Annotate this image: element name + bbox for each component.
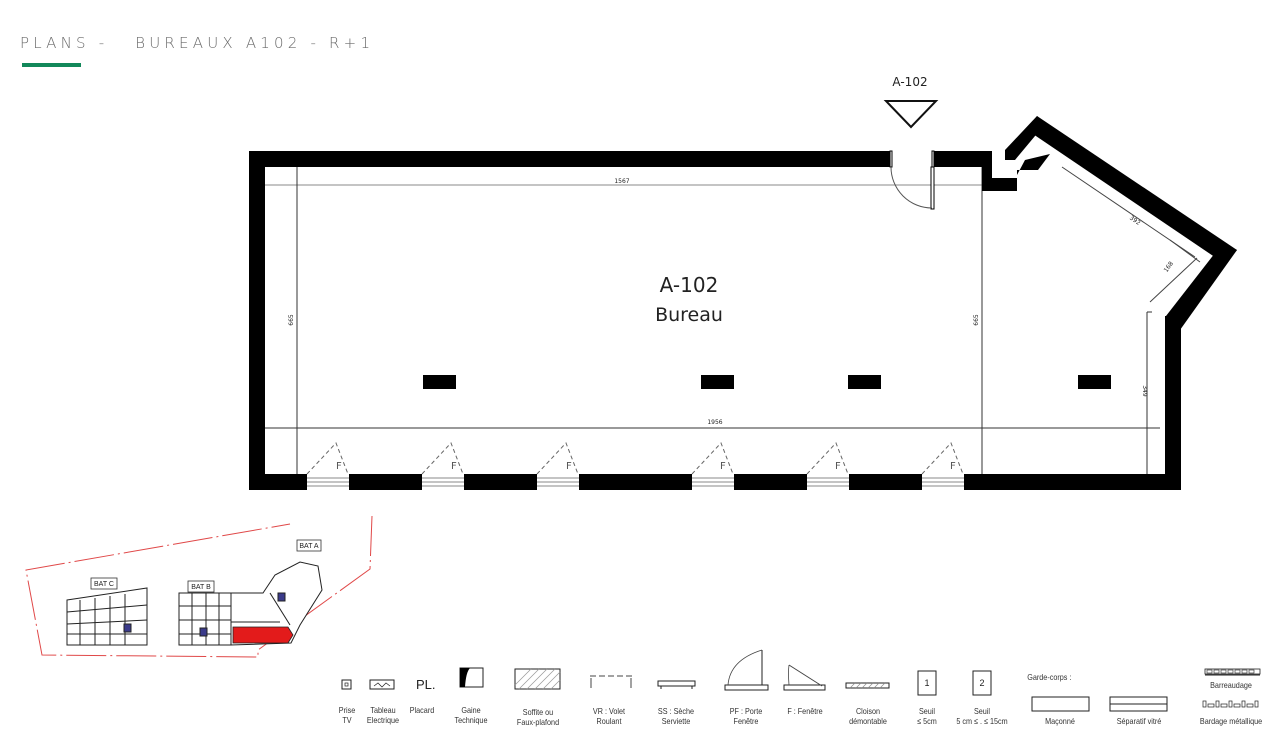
section-marker-triangle-icon [883,100,939,129]
dim-diagonal-short: 168 [1163,260,1175,274]
site-map: BAT C BAT B BAT A [25,515,373,658]
removable-partition-icon [845,682,890,689]
svg-text:BAT C: BAT C [94,581,114,588]
window-3: F [536,442,579,490]
technical-shaft-icon [459,667,484,688]
highlighted-unit [232,626,294,644]
hatched-ceiling-icon [514,668,561,690]
site-boundary [25,515,373,658]
page-title: PLANS - BUREAUX A102 - R+1 [20,34,375,52]
placard-icon: PL. [416,677,436,692]
room-name: Bureau [655,304,723,326]
svg-text:BAT B: BAT B [191,584,211,591]
entry-door [889,150,935,210]
building-bat-a [230,561,323,646]
legend-icons: PL. 1 2 [341,649,1261,712]
masonry-guardrail-icon [1031,696,1090,712]
window-1: F [306,442,349,490]
window-5: F [806,442,849,490]
walls [249,116,1237,490]
tv-socket-icon [341,679,352,690]
metal-cladding-icon [1202,700,1259,708]
towel-dryer-icon [657,680,696,689]
dim-right-height: 349 [1141,385,1148,397]
window-2: F [421,442,464,490]
svg-text:1: 1 [924,678,929,688]
dim-diagonal-long: 392 [1128,215,1142,227]
dim-middle-height: 665 [973,314,980,326]
dim-top-width: 1567 [614,178,629,185]
roller-shutter-icon [590,675,632,688]
french-window-icon [724,649,769,691]
dim-bottom-width: 1956 [707,419,722,426]
building-bat-b [178,592,232,646]
svg-text:F: F [451,461,457,472]
electrical-panel-icon [369,679,395,690]
svg-text:F: F [336,461,342,472]
threshold-1-icon: 1 [917,670,937,696]
svg-text:F: F [950,461,956,472]
section-marker-label: A-102 [892,75,927,89]
structural-columns [423,375,1111,389]
room-code: A-102 [660,273,719,297]
glass-separator-icon [1109,696,1168,712]
windows: F F F F F F [306,442,964,490]
railing-icon [1204,668,1261,676]
svg-text:F: F [835,461,841,472]
threshold-2-icon: 2 [972,670,992,696]
window-6: F [921,442,964,490]
svg-text:2: 2 [979,678,984,688]
dimension-lines [263,166,1201,474]
svg-text:BAT A: BAT A [299,543,319,550]
svg-text:F: F [566,461,572,472]
title-underline [22,63,81,67]
window-icon [783,664,826,691]
building-bat-c [66,587,148,646]
dim-left-height: 665 [288,314,295,326]
svg-text:F: F [720,461,726,472]
window-4: F [691,442,734,490]
